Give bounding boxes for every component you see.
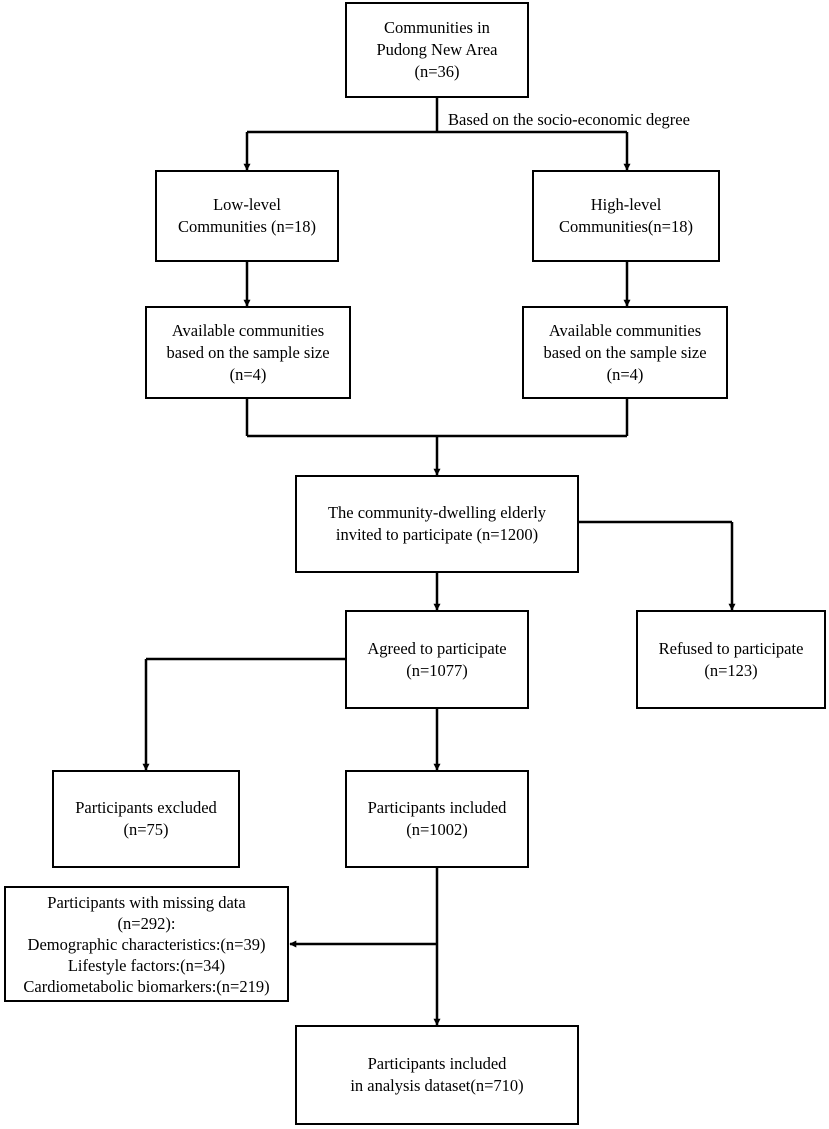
box-agreed: Agreed to participate (n=1077) — [345, 610, 529, 709]
box-final-dataset-line-2: in analysis dataset(n=710) — [350, 1076, 524, 1095]
box-included-line-1: Participants included — [367, 798, 507, 817]
box-available-high-line-3: (n=4) — [606, 364, 644, 384]
box-agreed-line-1: Agreed to participate — [367, 638, 507, 658]
box-communities: Communities in Pudong New Area (n=36) — [345, 2, 529, 98]
box-missing-data-line-3: Demographic characteristics:(n=39) — [27, 934, 266, 954]
box-refused-line-2: (n=123) — [704, 660, 758, 680]
box-available-low-line-2: based on the sample size — [166, 342, 330, 362]
box-included-line-2: (n=1002) — [406, 820, 468, 839]
box-invited: The community-dwelling elderly invited t… — [295, 475, 579, 573]
box-low-level-line-1: Low-level — [213, 195, 281, 214]
box-communities-line-2: Pudong New Area — [376, 40, 498, 59]
box-communities-line-3: (n=36) — [414, 62, 460, 81]
box-excluded: Participants excluded (n=75) — [52, 770, 240, 868]
box-missing-data-line-1: Participants with missing data — [47, 892, 246, 912]
box-available-low-line-3: (n=4) — [229, 364, 267, 384]
box-high-level: High-level Communities(n=18) — [532, 170, 720, 262]
box-invited-line-1: The community-dwelling elderly — [327, 503, 547, 522]
box-refused: Refused to participate (n=123) — [636, 610, 826, 709]
box-available-high-line-1: Available communities — [548, 320, 702, 340]
box-missing-data: Participants with missing data (n=292): … — [4, 886, 289, 1002]
box-excluded-line-1: Participants excluded — [75, 798, 217, 817]
box-low-level-line-2: Communities (n=18) — [177, 217, 317, 236]
box-invited-line-2: invited to participate (n=1200) — [335, 525, 539, 544]
split-criterion-label: Based on the socio-economic degree — [448, 110, 690, 129]
box-low-level: Low-level Communities (n=18) — [155, 170, 339, 262]
box-available-high-line-2: based on the sample size — [543, 342, 707, 362]
box-communities-line-1: Communities in — [384, 18, 490, 37]
box-final-dataset: Participants included in analysis datase… — [295, 1025, 579, 1125]
box-missing-data-line-5: Cardiometabolic biomarkers:(n=219) — [23, 976, 270, 996]
box-final-dataset-line-1: Participants included — [367, 1054, 507, 1073]
box-included: Participants included (n=1002) — [345, 770, 529, 868]
box-excluded-line-2: (n=75) — [123, 820, 169, 839]
box-missing-data-line-2: (n=292): — [117, 913, 176, 933]
box-available-high: Available communities based on the sampl… — [522, 306, 728, 399]
box-available-low-line-1: Available communities — [171, 320, 325, 340]
box-agreed-line-2: (n=1077) — [406, 660, 468, 680]
box-high-level-line-1: High-level — [590, 195, 662, 214]
box-available-low: Available communities based on the sampl… — [145, 306, 351, 399]
box-high-level-line-2: Communities(n=18) — [559, 217, 693, 236]
box-missing-data-line-4: Lifestyle factors:(n=34) — [67, 955, 226, 975]
box-refused-line-1: Refused to participate — [658, 638, 804, 658]
